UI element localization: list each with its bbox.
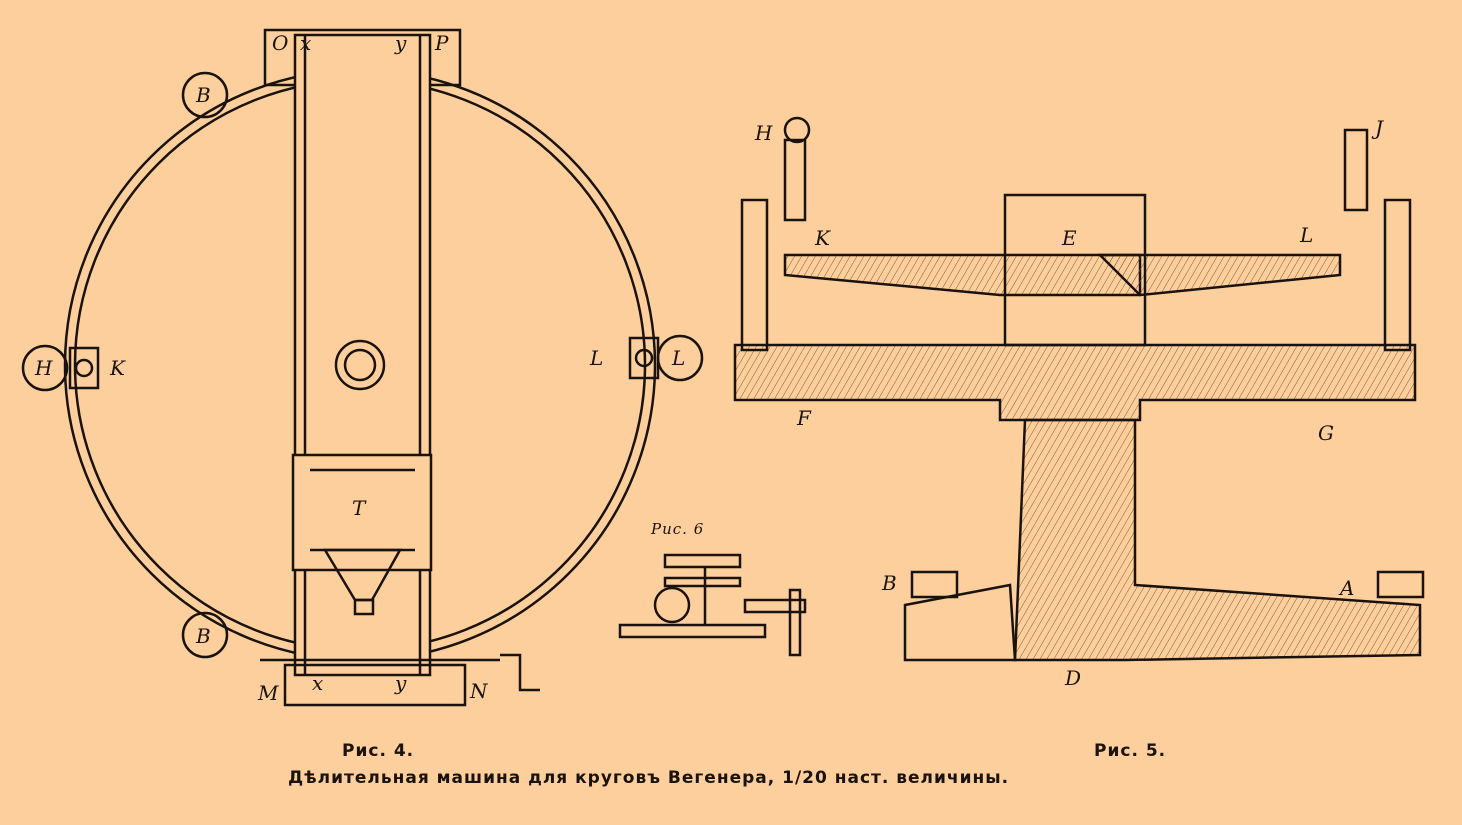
svg-text:G: G: [1318, 421, 1334, 445]
figure-5-caption: Рис. 5.: [1094, 741, 1167, 761]
svg-text:y: y: [394, 31, 407, 55]
svg-text:P: P: [434, 31, 449, 55]
figure-6-caption: Рис. 6: [651, 520, 705, 538]
svg-text:T: T: [352, 496, 367, 520]
svg-text:D: D: [1064, 666, 1081, 690]
figure-5: [733, 116, 1425, 662]
svg-text:B: B: [195, 624, 211, 648]
svg-text:H: H: [34, 356, 53, 380]
svg-text:x: x: [300, 31, 311, 55]
svg-text:M: M: [257, 681, 279, 705]
svg-text:A: A: [1338, 576, 1354, 600]
svg-text:J: J: [1371, 116, 1384, 140]
figure-4-caption: Рис. 4.: [342, 741, 415, 761]
svg-text:K: K: [814, 226, 831, 250]
svg-text:B: B: [195, 83, 211, 107]
svg-text:x: x: [312, 671, 323, 695]
svg-text:H: H: [754, 121, 773, 145]
svg-text:F: F: [796, 406, 812, 430]
svg-text:y: y: [394, 671, 407, 695]
svg-text:L: L: [1299, 223, 1313, 247]
svg-text:K: K: [109, 356, 126, 380]
svg-text:E: E: [1061, 226, 1077, 250]
svg-text:L: L: [671, 346, 685, 370]
figure-6: [618, 553, 807, 657]
svg-text:N: N: [469, 679, 489, 703]
figure-4: [21, 28, 704, 707]
svg-text:B: B: [881, 571, 897, 595]
svg-text:O: O: [272, 31, 288, 55]
svg-text:L: L: [589, 346, 603, 370]
plate-caption: Дѣлительная машина для круговъ Вегенера,…: [288, 768, 1010, 788]
